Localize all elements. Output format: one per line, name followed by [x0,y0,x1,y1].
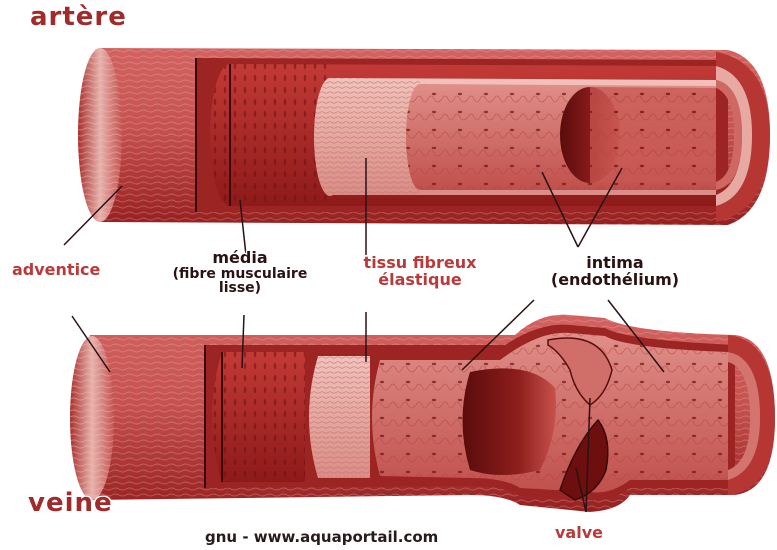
artery-illustration [78,48,770,225]
label-intima: intima (endothélium) [515,255,715,289]
label-media-title: média [145,250,335,267]
label-intima-line-2: (endothélium) [515,272,715,289]
credit-text: gnu - www.aquaportail.com [205,530,438,546]
label-tissu-line-2: élastique [340,272,500,289]
vein-lumen [463,368,557,475]
label-media-sub-2: lisse) [145,281,335,296]
label-adventice: adventice [12,262,100,279]
label-media: média (fibre musculaire lisse) [145,250,335,296]
title-artery: artère [30,4,127,31]
label-valve: valve [555,525,603,542]
title-vein: veine [28,490,113,517]
label-tissu: tissu fibreux élastique [340,255,500,289]
vein-illustration [70,315,775,512]
